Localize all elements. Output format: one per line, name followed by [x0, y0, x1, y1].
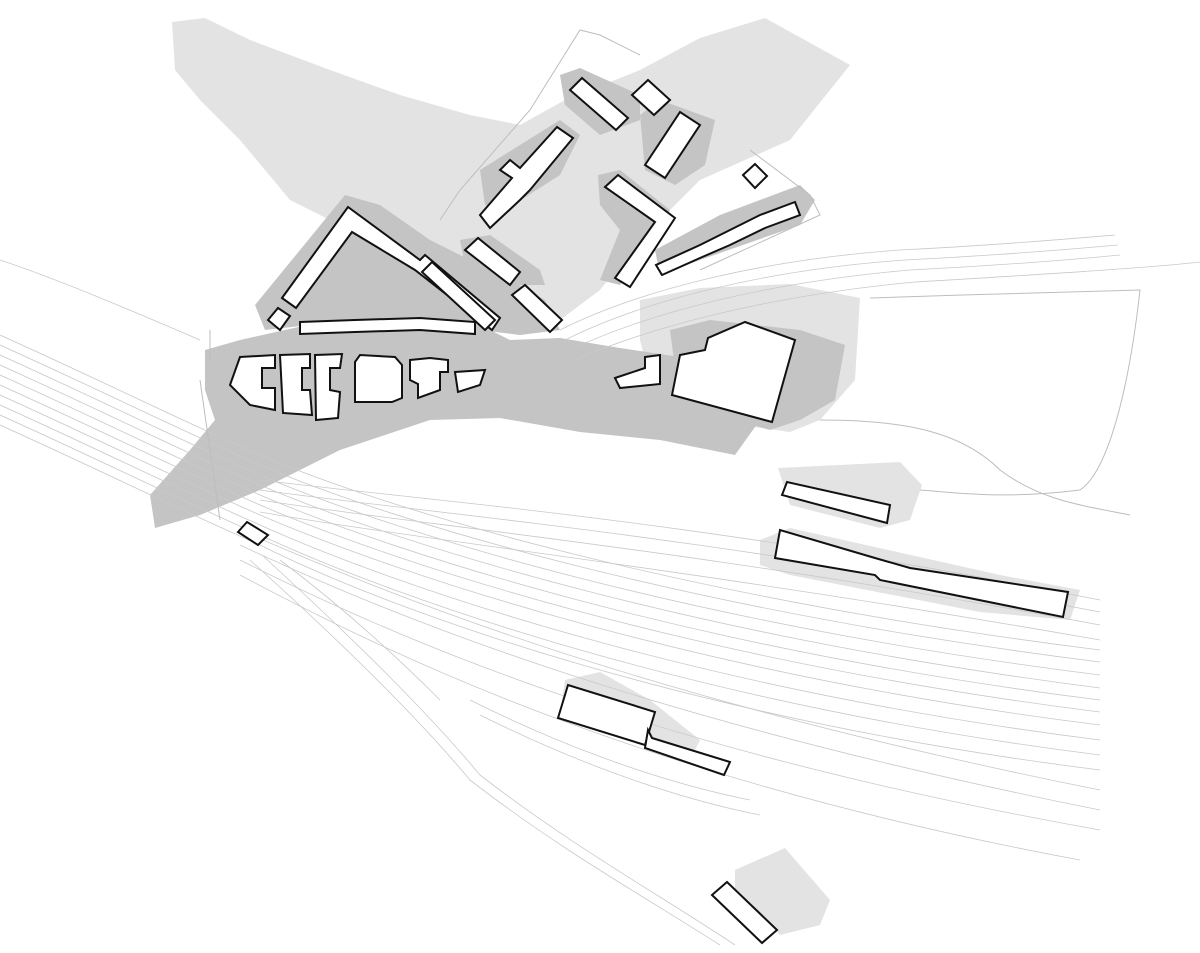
building-row-5 [409, 356, 449, 400]
light-zones [172, 18, 1080, 935]
road-ridge [699, 149, 821, 271]
buildings [228, 76, 1070, 945]
building-east-large [670, 320, 797, 424]
building-n5 [478, 125, 575, 230]
road-east-loop [819, 419, 1131, 516]
building-warehouse-long [773, 528, 1070, 619]
building-n9 [510, 283, 564, 334]
building-l-block [280, 205, 502, 332]
building-row-2 [278, 352, 314, 417]
building-n3 [643, 110, 702, 180]
building-n1 [568, 76, 630, 132]
zone-hill-shadow-3 [598, 170, 670, 285]
building-n4 [741, 162, 769, 190]
building-long-bar [299, 316, 476, 336]
building-depot [556, 683, 657, 747]
building-l-small [266, 306, 292, 332]
road-east-boundary [869, 289, 1141, 496]
building-row-1 [228, 353, 276, 412]
building-row-4 [354, 353, 403, 403]
building-east-small [613, 353, 661, 390]
building-n6 [603, 173, 677, 289]
road-south-west [199, 330, 221, 521]
building-warehouse-north [780, 480, 892, 525]
roads [199, 29, 1141, 521]
building-depot-annex [643, 726, 732, 777]
road-north-boundary [439, 29, 641, 221]
building-wing [420, 260, 497, 332]
building-kiosk [236, 520, 270, 547]
building-n8 [463, 236, 522, 287]
building-n2 [630, 78, 672, 117]
building-row-3 [313, 352, 344, 422]
building-south-east [710, 880, 779, 945]
building-row-6 [453, 368, 487, 394]
building-n7 [654, 200, 802, 277]
